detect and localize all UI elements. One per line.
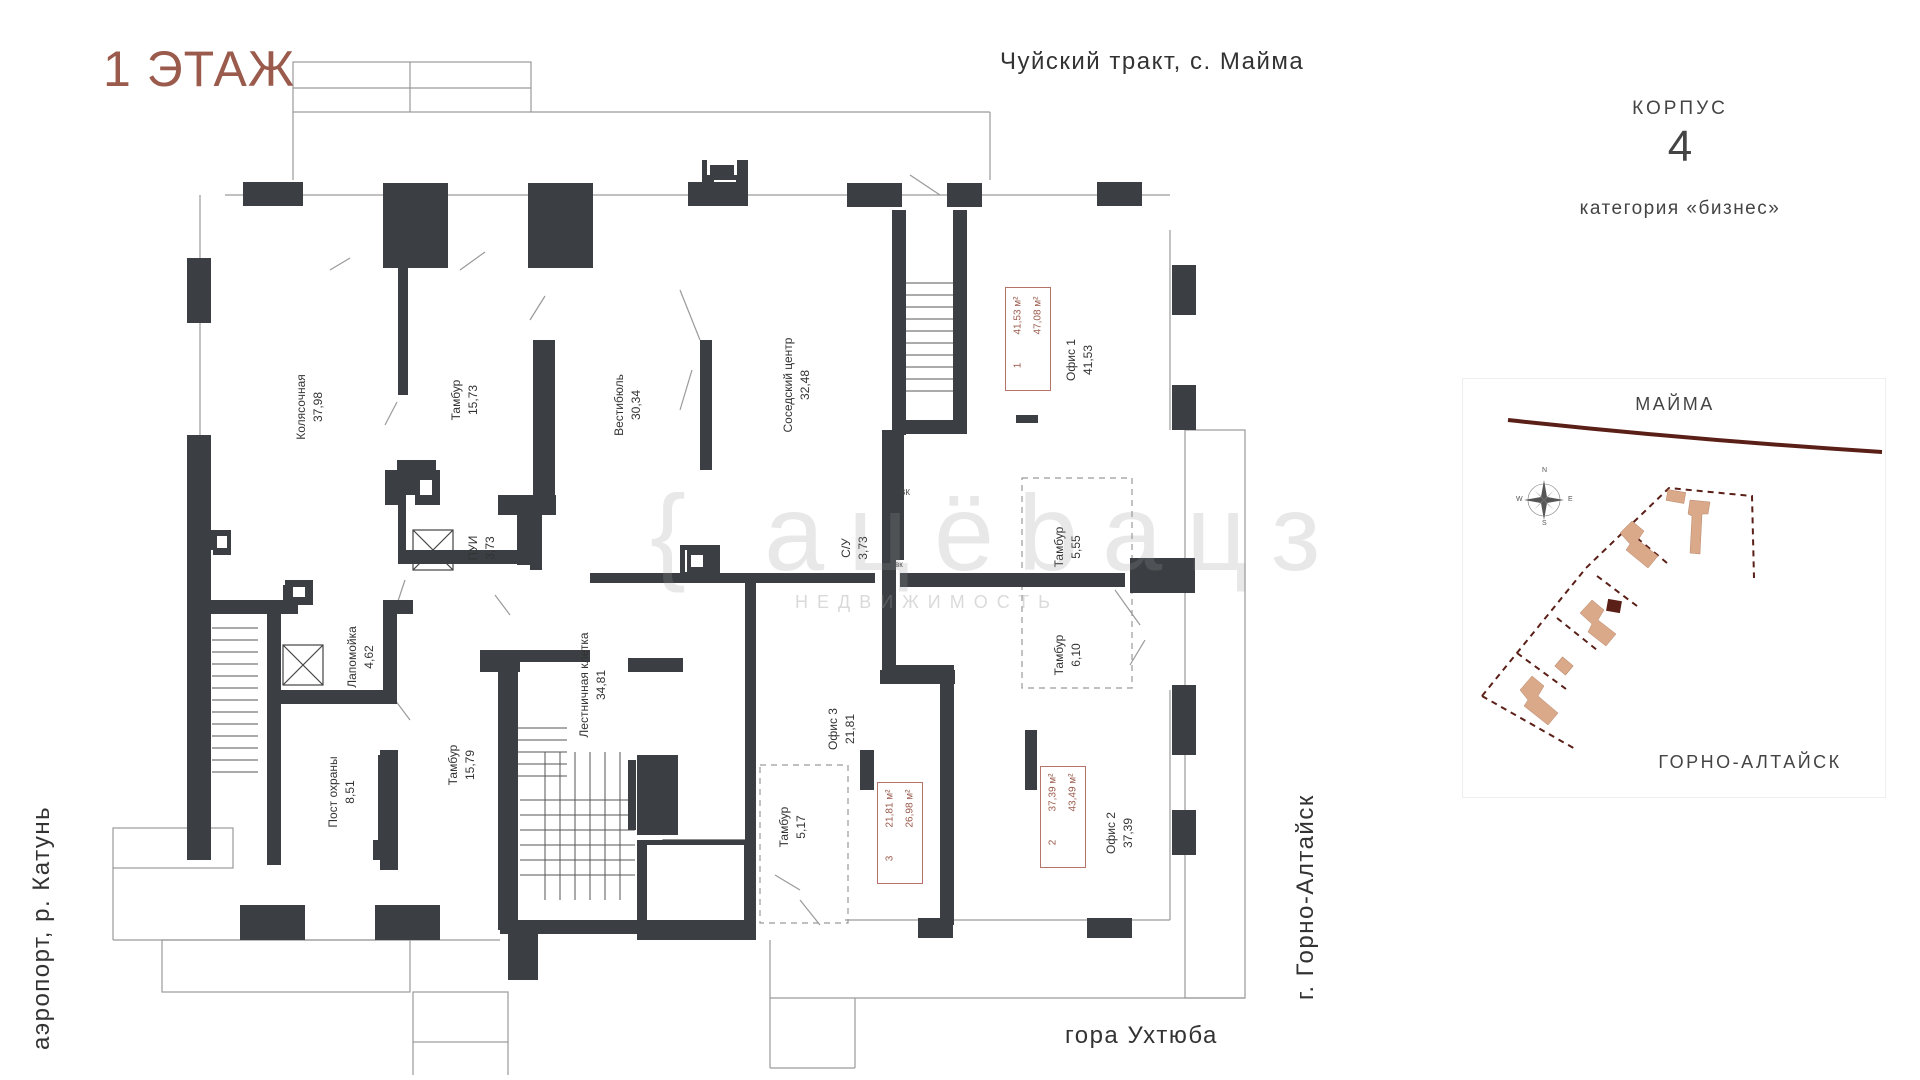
building-k2 bbox=[1554, 656, 1574, 676]
map-bottom-label: ГОРНО-АЛТАЙСК bbox=[1658, 752, 1842, 772]
walls bbox=[187, 160, 1196, 980]
map-top-label: МАЙМА bbox=[1635, 394, 1715, 414]
watermark-subtitle: НЕДВИЖИМОСТЬ bbox=[795, 592, 1059, 612]
street-left: аэропорт, р. Катунь bbox=[28, 805, 55, 1050]
unit-1-number: 1 bbox=[1012, 362, 1024, 369]
river-line bbox=[1507, 418, 1883, 454]
category-label: категория «бизнес» bbox=[1579, 198, 1781, 219]
compass-icon bbox=[1524, 480, 1564, 520]
building-k5 bbox=[1619, 520, 1659, 569]
watermark: { ацёbацз bbox=[650, 472, 1345, 593]
unit-card-2[interactable]: 37,39 м² 43,49 м² 2 bbox=[1040, 766, 1086, 868]
corpus-label: КОРПУС bbox=[1632, 98, 1728, 119]
street-right: г. Горно-Алтайск bbox=[1292, 794, 1319, 1000]
vk-tag-2: вк bbox=[895, 560, 903, 569]
building-k3 bbox=[1579, 599, 1617, 647]
street-top: Чуйский тракт, с. Майма bbox=[1000, 48, 1305, 75]
highlighted-building-label: К4 bbox=[1599, 601, 1606, 607]
site-boundary bbox=[1481, 486, 1755, 751]
building-k7 bbox=[1687, 499, 1711, 555]
corpus-number: 4 bbox=[1667, 122, 1693, 171]
unit-2-area-net: 37,39 м² bbox=[1047, 773, 1059, 812]
unit-3-area-total: 26,98 м² bbox=[904, 789, 916, 828]
compass-n: N bbox=[1542, 467, 1548, 474]
building-k1 bbox=[1519, 675, 1559, 726]
vk-tag: ВК bbox=[900, 488, 910, 497]
street-bottom: гора Ухтюба bbox=[1065, 1022, 1218, 1049]
site-map-drawing bbox=[1481, 418, 1883, 751]
compass-w: W bbox=[1516, 496, 1523, 503]
unit-2-area-total: 43,49 м² bbox=[1067, 773, 1079, 812]
unit-2-number: 2 bbox=[1047, 839, 1059, 846]
buildings bbox=[1519, 489, 1711, 726]
compass-s: S bbox=[1542, 520, 1547, 527]
unit-1-area-net: 41,53 м² bbox=[1012, 296, 1024, 335]
outline-lines bbox=[112, 61, 1246, 1075]
unit-card-3[interactable]: 21,81 м² 26,98 м² 3 bbox=[877, 782, 923, 884]
building-k6 bbox=[1665, 489, 1687, 504]
unit-1-area-total: 47,08 м² bbox=[1032, 296, 1044, 335]
unit-3-number: 3 bbox=[884, 855, 896, 862]
floor-title: 1 ЭТАЖ bbox=[103, 41, 296, 97]
unit-card-1[interactable]: 41,53 м² 47,08 м² 1 bbox=[1005, 287, 1051, 391]
building-k4-highlight bbox=[1606, 598, 1622, 614]
compass-e: E bbox=[1568, 496, 1573, 503]
unit-3-area-net: 21,81 м² bbox=[884, 789, 896, 828]
